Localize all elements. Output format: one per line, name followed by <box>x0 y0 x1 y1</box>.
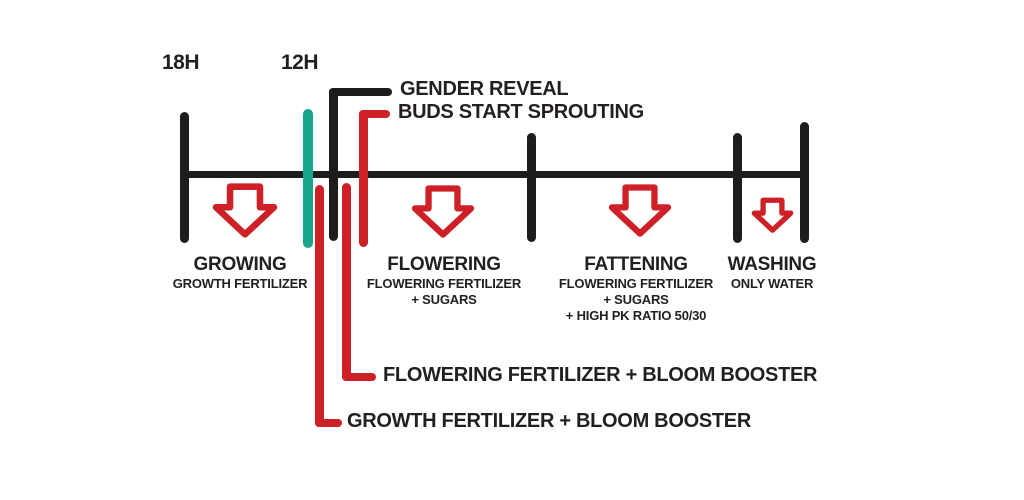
phase-detail: FLOWERING FERTILIZER <box>366 276 522 291</box>
down-arrow-icon <box>608 184 672 237</box>
flowering-bloom-label: FLOWERING FERTILIZER + BLOOM BOOSTER <box>383 364 818 386</box>
down-arrow-icon <box>751 197 794 233</box>
phase-detail: + SUGARS <box>603 292 669 307</box>
gender-reveal-connector-vertical <box>329 88 338 241</box>
phase-fattening: FATTENING FLOWERING FERTILIZER + SUGARS … <box>559 253 713 324</box>
phase-flowering: FLOWERING FLOWERING FERTILIZER + SUGARS <box>367 253 521 308</box>
timeline-tick-flowering-end <box>527 133 536 242</box>
phase-washing: WASHING ONLY WATER <box>728 253 817 292</box>
phase-title: GROWING <box>193 254 287 275</box>
phase-title: WASHING <box>727 254 817 275</box>
flowering-bloom-connector-horizontal <box>342 373 376 381</box>
growth-bloom-connector-vertical <box>315 185 324 427</box>
phase-detail: GROWTH FERTILIZER <box>172 276 308 291</box>
buds-connector-vertical <box>359 110 368 247</box>
down-arrow-icon <box>411 185 475 238</box>
buds-connector-horizontal <box>359 110 390 118</box>
12h-switch-marker <box>303 109 313 248</box>
timeline-tick-end <box>800 122 809 243</box>
growth-bloom-connector-horizontal <box>315 419 342 427</box>
phase-detail: + HIGH PK RATIO 50/30 <box>565 308 707 323</box>
phase-title: FLOWERING <box>387 254 501 275</box>
growth-bloom-label: GROWTH FERTILIZER + BLOOM BOOSTER <box>347 410 751 432</box>
flowering-bloom-connector-vertical <box>342 183 351 381</box>
timeline-line <box>180 171 808 178</box>
gender-reveal-label: GENDER REVEAL <box>400 78 569 100</box>
timeline-tick-start <box>180 112 189 243</box>
phase-detail: ONLY WATER <box>730 276 814 291</box>
timeline-tick-fattening-end <box>733 133 742 243</box>
down-arrow-icon <box>212 183 278 238</box>
light-cycle-18h-label: 18H <box>162 51 200 74</box>
gender-reveal-connector-horizontal <box>329 88 392 96</box>
phase-detail: FLOWERING FERTILIZER <box>558 276 714 291</box>
buds-start-sprouting-label: BUDS START SPROUTING <box>398 101 644 123</box>
phase-growing: GROWING GROWTH FERTILIZER <box>173 253 308 292</box>
phase-detail: + SUGARS <box>411 292 477 307</box>
phase-title: FATTENING <box>584 254 688 275</box>
light-cycle-12h-label: 12H <box>281 51 319 74</box>
